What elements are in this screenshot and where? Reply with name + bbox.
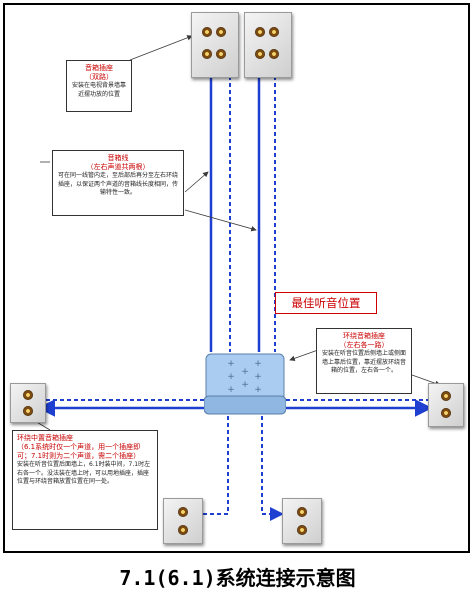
jack-icon — [23, 406, 33, 416]
svg-text:+: + — [254, 385, 262, 395]
jack-icon — [178, 525, 188, 535]
jack-icon — [255, 49, 265, 59]
front-speaker-socket-right — [244, 12, 292, 78]
note-title: 音箱插座 — [85, 64, 113, 72]
note-body: 安装在电视背景墙靠近摆功放的位置 — [71, 82, 126, 98]
svg-text:+: + — [227, 385, 235, 395]
listening-chair: + + + + + + + + — [204, 353, 286, 415]
surround-socket-left — [10, 383, 46, 423]
diagram-caption: 7.1(6.1)系统连接示意图 — [119, 566, 356, 590]
speaker-wire-note: 音箱线 （左右声道共两根） 可在同一线管内走，至后部后再分至左右环绕插座，以保证… — [52, 150, 184, 216]
rear-right-wire — [261, 416, 284, 521]
jack-icon — [178, 507, 188, 517]
surround-socket-right — [428, 383, 464, 427]
rear-center-socket-right — [282, 498, 322, 544]
note-subtitle: （左右各一路） — [339, 341, 389, 349]
jack-icon — [441, 408, 451, 418]
socket-note-arrow — [129, 35, 193, 61]
note-body: 可在同一线管内走，至后部后再分至左右环绕插座，以保证两个声道的音箱线长度相同，传… — [57, 172, 178, 196]
speaker-socket-note: 音箱插座 （双路） 安装在电视背景墙靠近摆功放的位置 — [66, 60, 132, 112]
note-subtitle: （双路） — [85, 73, 113, 81]
rear-center-socket-left — [163, 498, 203, 544]
svg-text:+: + — [254, 372, 262, 382]
jack-icon — [297, 507, 307, 517]
note-title: 环绕中置音箱插座 — [17, 434, 73, 442]
svg-text:+: + — [241, 380, 249, 390]
svg-text:+: + — [254, 359, 262, 369]
best-listening-position-label: 最佳听音位置 — [275, 292, 377, 314]
jack-icon — [23, 390, 33, 400]
jack-icon — [202, 27, 212, 37]
svg-text:+: + — [241, 367, 249, 377]
jack-icon — [269, 49, 279, 59]
jack-icon — [297, 525, 307, 535]
svg-text:+: + — [227, 372, 235, 382]
note-subtitle: （6.1系统时仅一个声道，用一个插座即可；7.1时则为二个声道，需二个插座） — [17, 443, 141, 460]
surround-center-socket-note: 环绕中置音箱插座 （6.1系统时仅一个声道，用一个插座即可；7.1时则为二个声道… — [12, 430, 158, 530]
jack-icon — [202, 49, 212, 59]
surround-note-arrow-l — [289, 349, 319, 362]
jack-icon — [441, 391, 451, 401]
surround-socket-note: 环绕音箱插座 （左右各一路） 安装在听音位置后侧墙上或侧面墙上靠后位置，靠近摆放… — [316, 328, 412, 394]
front-speaker-socket-left — [191, 12, 239, 78]
note-title: 音箱线 — [107, 154, 129, 162]
note-body: 安装在听音位置后面墙上，6.1时装中间，7.1时左右各一个。没法装在墙上时，可以… — [17, 461, 151, 485]
note-body: 安装在听音位置后侧墙上或侧面墙上靠后位置，靠近摆放环绕音箱的位置，左右各一个。 — [321, 350, 406, 374]
jack-icon — [216, 49, 226, 59]
wire-note-arrow-2 — [184, 209, 257, 232]
note-title: 环绕音箱插座 — [343, 332, 385, 340]
rear-left-wire — [164, 416, 229, 521]
wire-note-arrow-1 — [184, 171, 209, 193]
note-subtitle: （左右声道共两根） — [86, 163, 150, 171]
jack-icon — [216, 27, 226, 37]
svg-text:+: + — [227, 359, 235, 369]
jack-icon — [255, 27, 265, 37]
jack-icon — [269, 27, 279, 37]
